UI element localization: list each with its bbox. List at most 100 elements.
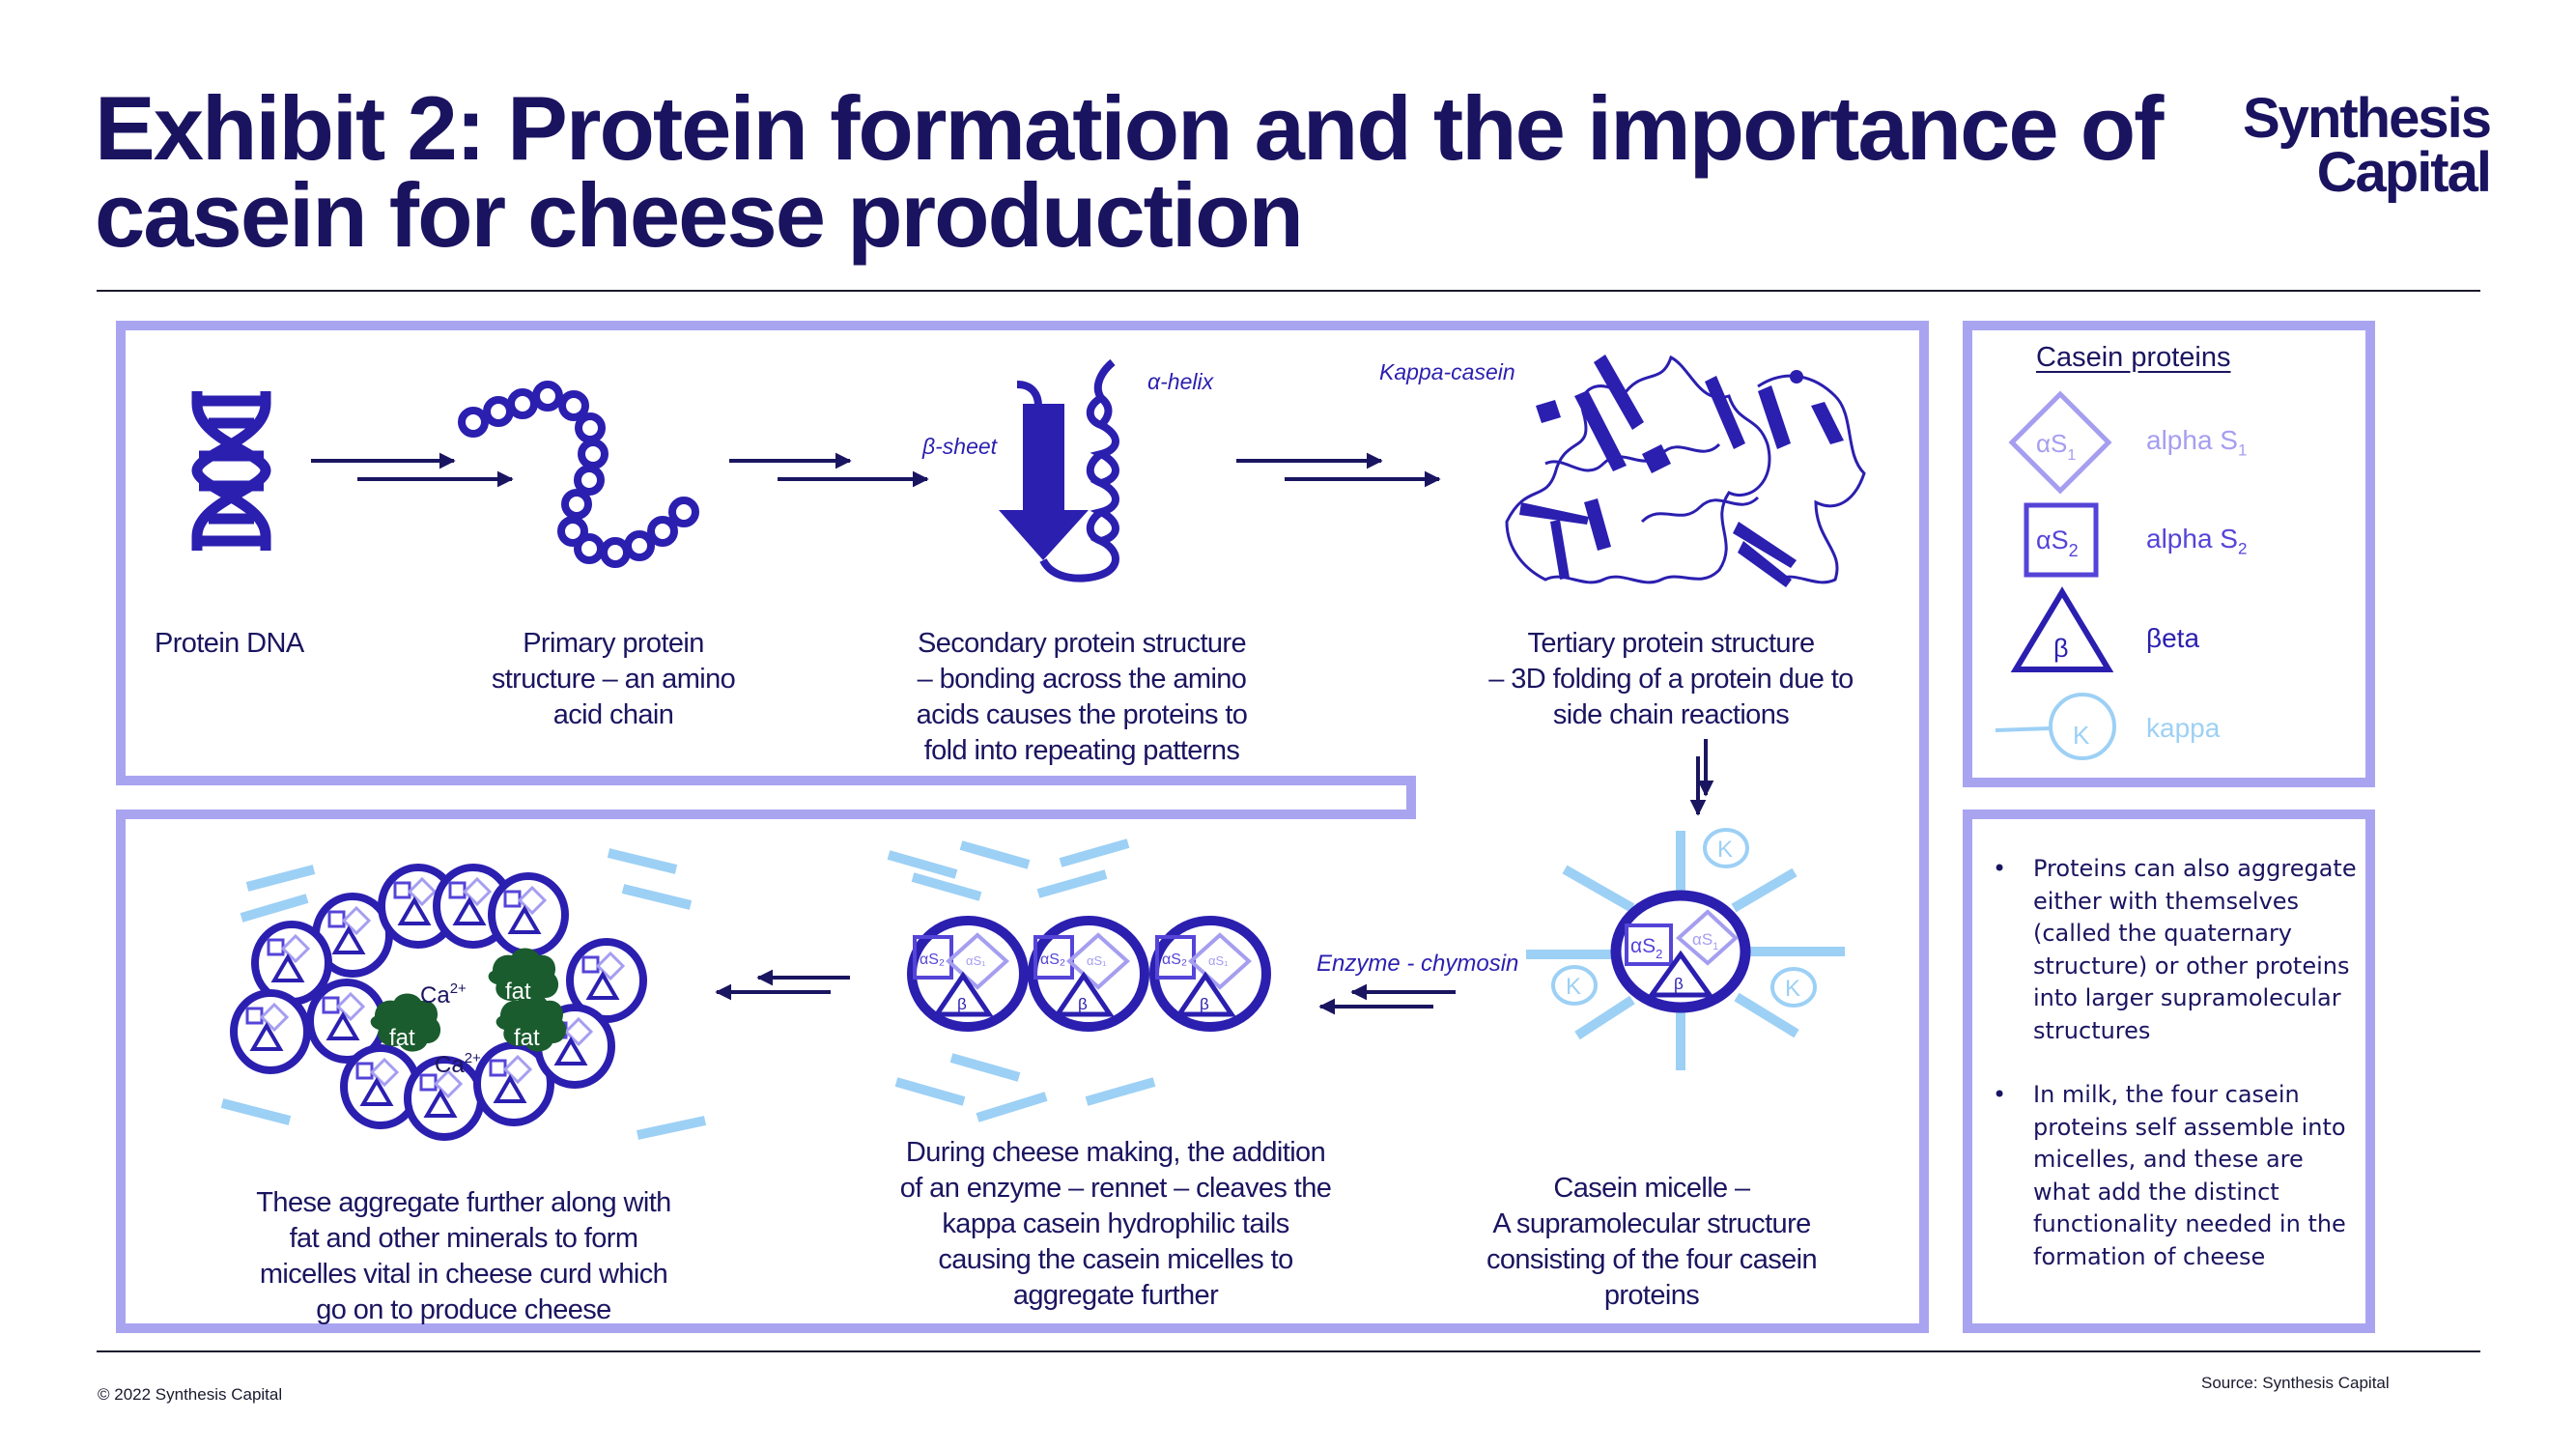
aggregate-micelle (566, 938, 647, 1023)
caption-line: proteins (1603, 1280, 1700, 1311)
alpha-s2-label: αS₂ (1040, 952, 1065, 968)
caption-protein-dna: Protein DNA (155, 626, 348, 662)
caption-line: aggregate further (1012, 1280, 1219, 1311)
caption-cleaved-micelles: During cheese making, the addition of an… (864, 1135, 1367, 1314)
caption-line: micelles vital in cheese curd which (259, 1259, 668, 1290)
caption-line: These aggregate further along with (256, 1187, 671, 1218)
aggregate-kappa-tail (636, 1116, 707, 1140)
caption-line: Casein micelle – (1553, 1173, 1750, 1204)
beta-triangle-icon (397, 896, 432, 925)
beta-label: β (1200, 995, 1209, 1013)
alpha-s1-diamond-icon (563, 1016, 594, 1047)
aggregate-micelle (488, 872, 569, 957)
beta-triangle-icon (1175, 971, 1236, 1017)
cleaved-kappa-tail (959, 840, 1031, 869)
aggregate-micelle (251, 921, 332, 1006)
legend-panel-outline (1963, 321, 2375, 787)
fat-label: fat (514, 1025, 540, 1051)
footer-divider (97, 1350, 2480, 1352)
kappa-casein-label: Kappa-casein (1379, 359, 1515, 384)
alpha-s1-diamond-icon (462, 876, 493, 907)
logo-line-1: Synthesis (2243, 87, 2492, 150)
alpha-s2-label: αS₂ (1162, 952, 1187, 968)
caption-line: acids causes the proteins to (916, 699, 1248, 730)
aggregate-kappa-tail (245, 865, 316, 892)
svg-text:β: β (1674, 975, 1684, 993)
alpha-s1-diamond-icon (1066, 932, 1130, 990)
calcium-label: Ca2+ (420, 980, 467, 1009)
caption-line: structure – an amino (491, 664, 736, 695)
alpha-s1-diamond-icon (517, 885, 548, 916)
caption-aggregate: These aggregate further along with fat a… (212, 1185, 715, 1328)
main-panel-outline (116, 321, 1929, 1333)
source-note: Source: Synthesis Capital (2201, 1374, 2390, 1392)
amino-acid-chain-icon (458, 381, 699, 568)
beta-triangle-icon (326, 1011, 360, 1040)
logo-line-2: Capital (2316, 141, 2492, 204)
svg-text:αS2: αS2 (2036, 526, 2079, 560)
caption-line: consisting of the four casein (1486, 1244, 1818, 1275)
alpha-s1-diamond-icon (341, 905, 372, 936)
cleaved-kappa-tail (1059, 838, 1130, 867)
beta-triangle-icon (359, 1077, 394, 1106)
casein-micelle-diagram: K K K αS2 αS1 β (1526, 828, 1845, 1070)
alpha-s1-diamond-icon (946, 932, 1009, 990)
alpha-s1-diamond-icon (1188, 932, 1252, 990)
alpha-s2-label: αS₂ (920, 952, 945, 968)
micelle-shell (1149, 916, 1271, 1032)
cleaved-micelle: αS₂ αS₁ β (1028, 916, 1149, 1032)
alpha-helix-label: α-helix (1147, 369, 1214, 394)
beta-triangle-icon (270, 953, 305, 982)
legend-symbols: αS1 αS2 β K (1995, 390, 2116, 760)
fat-label: fat (389, 1025, 415, 1051)
beta-triangle-icon (585, 971, 620, 1000)
amino-acid-bead (668, 497, 699, 527)
aggregate-kappa-tail (621, 884, 693, 910)
alpha-s1-label: αS₁ (1087, 953, 1107, 968)
alpha-s1-diamond-icon (259, 1002, 290, 1033)
amino-acid-bead (532, 381, 563, 412)
caption-line: fold into repeating patterns (923, 735, 1240, 766)
caption-line: Tertiary protein structure (1527, 628, 1815, 659)
caption-line: Protein DNA (155, 628, 304, 659)
amino-acid-bead (483, 396, 514, 427)
micelle-shell (1028, 916, 1149, 1032)
caption-line: of an enzyme – rennet – cleaves the (899, 1173, 1332, 1204)
cleaved-kappa-tail (949, 1053, 1021, 1082)
fat-label: fat (505, 979, 531, 1005)
beta-triangle-icon (331, 925, 366, 954)
caption-tertiary-structure: Tertiary protein structure – 3D folding … (1458, 626, 1883, 733)
kappa-label: K (1566, 974, 1581, 1000)
fat-globule (495, 993, 567, 1052)
alpha-s1-diamond-icon (280, 933, 311, 964)
flow-arrow-down (1689, 739, 1714, 816)
kappa-icons (1551, 828, 1817, 1008)
synthesis-capital-logo: Synthesis Capital (2200, 87, 2492, 204)
alpha-s1-diamond-icon (595, 951, 626, 981)
caption-line: fat and other minerals to form (289, 1223, 638, 1254)
alpha-s2-square-icon (2024, 502, 2099, 578)
beta-triangle-icon (452, 896, 487, 925)
alpha-s1-label: αS₁ (1208, 953, 1229, 968)
legend-label-text: alpha S (2146, 425, 2238, 455)
fat-globules (370, 948, 567, 1052)
fat-globule (488, 948, 559, 1007)
alpha-s1-diamond-icon (369, 1057, 400, 1088)
cleaved-kappa-tail (976, 1092, 1048, 1122)
fat-globule (370, 993, 441, 1052)
caption-casein-micelle: Casein micelle – A supramolecular struct… (1449, 1171, 1854, 1314)
page-title: Exhibit 2: Protein formation and the imp… (95, 83, 2171, 261)
legend-label-sub: 2 (2237, 539, 2248, 558)
caption-line: During cheese making, the addition (905, 1137, 1326, 1168)
amino-acid-bead (458, 407, 489, 438)
amino-acid-bead (574, 533, 605, 564)
aggregate-micelle (340, 1044, 421, 1129)
beta-label: β (1078, 995, 1088, 1013)
amino-acid-bead (507, 388, 538, 419)
alpha-s1-diamond-icon (433, 1068, 464, 1099)
caption-secondary-structure: Secondary protein structure – bonding ac… (889, 626, 1275, 769)
notes-list: Proteins can also aggregate either with … (1977, 853, 2364, 1273)
